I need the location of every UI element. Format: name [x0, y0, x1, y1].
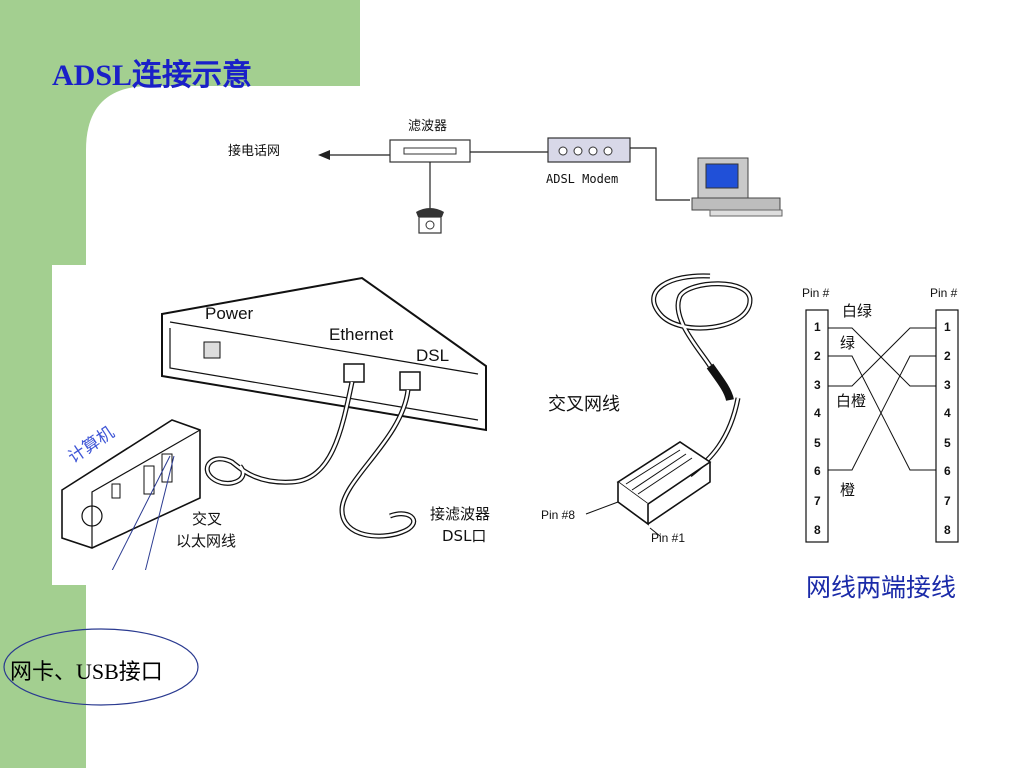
wire-2-to-6 — [828, 355, 936, 471]
pinout-wiring-diagram — [805, 309, 959, 543]
dsl-port-icon — [399, 371, 421, 391]
label-power: Power — [205, 304, 254, 323]
caption-cable-pinout: 网线两端接线 — [806, 575, 957, 602]
telephone-icon — [416, 208, 444, 234]
left-pin-2: 2 — [814, 349, 821, 363]
label-adsl-modem: ADSL Modem — [546, 172, 619, 186]
modem-led-3 — [588, 146, 598, 156]
label-ethernet: Ethernet — [329, 325, 394, 344]
pinout-left-header: Pin # — [802, 286, 830, 300]
wire-3-to-1 — [828, 327, 936, 387]
pin8-leader — [585, 501, 619, 515]
crossover-cable-diagram — [585, 273, 753, 537]
power-port-icon — [203, 341, 221, 359]
right-pin-5: 5 — [944, 436, 951, 450]
label-dsl: DSL — [416, 346, 450, 365]
right-pin-8: 8 — [944, 523, 951, 537]
modem-led-4 — [603, 146, 613, 156]
fan-icon — [81, 505, 103, 527]
wire-label-green: 绿 — [840, 334, 856, 352]
label-crossover-ethernet-2: 以太网线 — [176, 532, 237, 550]
right-pin-7: 7 — [944, 494, 951, 508]
wire-6-to-2 — [828, 355, 936, 471]
modem-led-2 — [573, 146, 583, 156]
callout-line-right — [144, 455, 175, 570]
pin-column-right — [935, 309, 959, 543]
label-filter: 滤波器 — [408, 119, 448, 134]
modem-rear-panel — [161, 276, 487, 432]
right-pin-3: 3 — [944, 378, 951, 392]
ethernet-port-icon — [343, 363, 365, 383]
label-pin1: Pin #1 — [651, 531, 686, 545]
wire-label-white-orange: 白橙 — [836, 392, 867, 410]
right-pin-6: 6 — [944, 464, 951, 478]
label-filter-dsl-1: 接滤波器 — [430, 505, 491, 523]
modem-led-1 — [558, 146, 568, 156]
line-modem-pc — [630, 147, 690, 201]
pinout-right-header: Pin # — [930, 286, 958, 300]
slide-title: ADSL连接示意 — [52, 59, 253, 92]
label-filter-dsl-2: DSL口 — [442, 527, 487, 545]
right-pin-1: 1 — [944, 320, 951, 334]
pin-column-left — [805, 309, 829, 543]
left-pin-3: 3 — [814, 378, 821, 392]
right-pin-4: 4 — [944, 406, 951, 420]
label-crossover-cable: 交叉网线 — [548, 394, 620, 415]
callout-line-left — [111, 455, 171, 570]
wire-label-white-green: 白绿 — [842, 302, 873, 320]
wire-label-orange: 橙 — [840, 481, 856, 499]
left-pin-7: 7 — [814, 494, 821, 508]
left-pin-6: 6 — [814, 464, 821, 478]
arrow-left-icon — [318, 150, 330, 160]
label-pin8: Pin #8 — [541, 508, 576, 522]
left-pin-8: 8 — [814, 523, 821, 537]
filter-slot — [403, 147, 457, 155]
computer-icon — [691, 157, 783, 217]
label-crossover-ethernet-1: 交叉 — [192, 510, 223, 528]
adsl-topology-diagram — [318, 137, 783, 234]
left-pin-1: 1 — [814, 320, 821, 334]
rj45-plug-icon — [616, 441, 712, 526]
callout-label: 网卡、USB接口 — [10, 659, 163, 684]
callout-ellipse — [3, 628, 199, 706]
left-pin-5: 5 — [814, 436, 821, 450]
pin1-leader — [649, 527, 661, 537]
right-pin-2: 2 — [944, 349, 951, 363]
computer-case — [61, 419, 201, 549]
left-pin-4: 4 — [814, 406, 821, 420]
label-to-phone-network: 接电话网 — [228, 144, 281, 159]
modem-connection-diagram — [61, 276, 487, 570]
